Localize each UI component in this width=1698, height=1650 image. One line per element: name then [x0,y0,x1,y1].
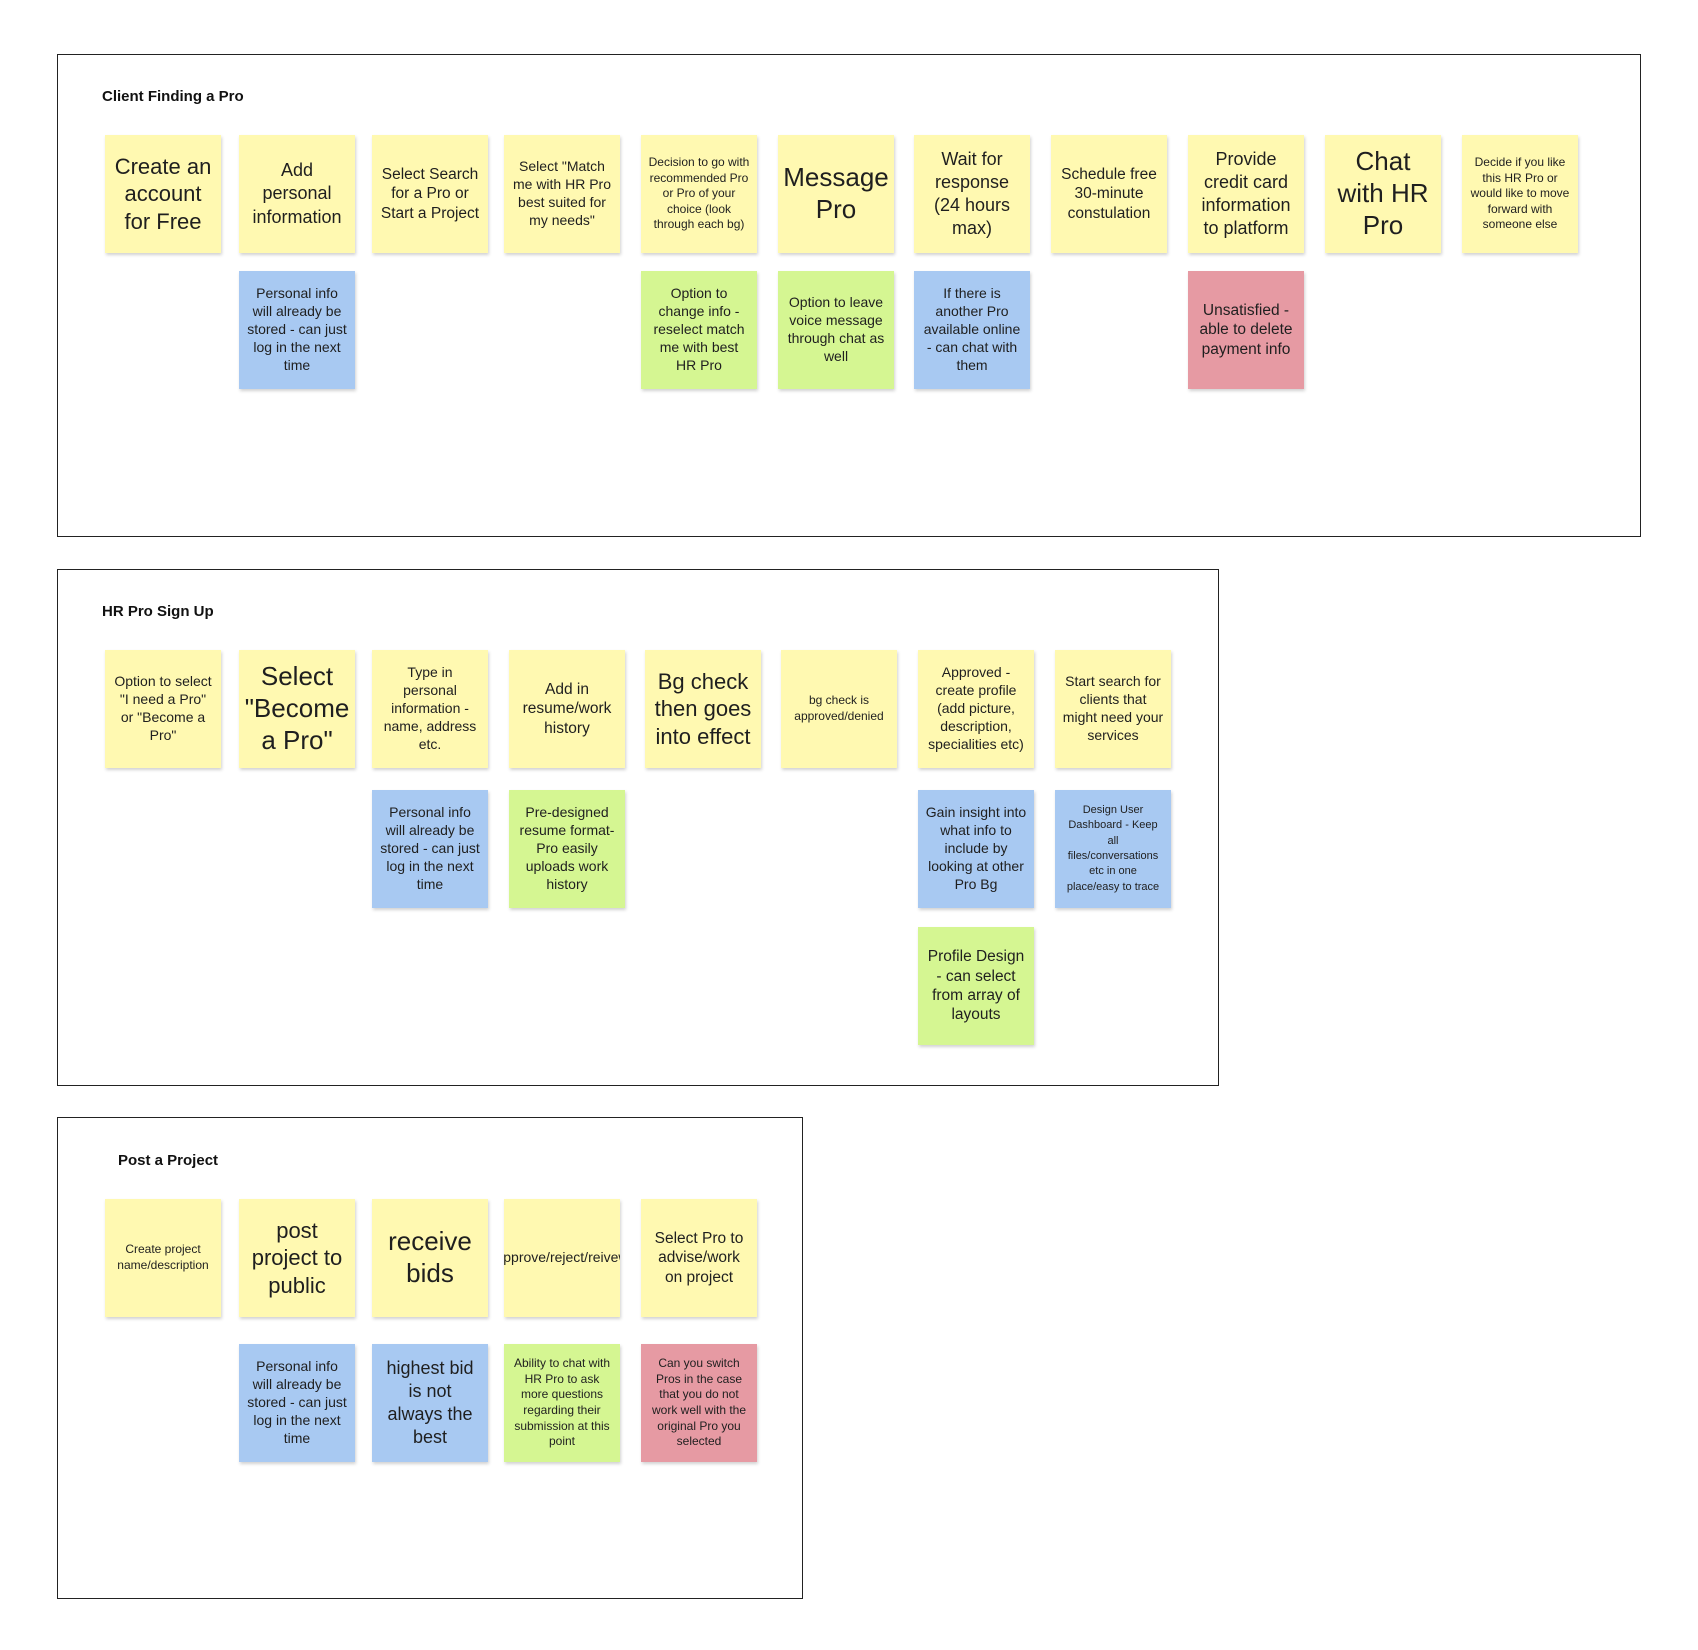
sticky-note[interactable]: Option to change info - reselect match m… [641,271,757,389]
sticky-note[interactable]: Select "Match me with HR Pro best suited… [504,135,620,253]
sticky-note[interactable]: Chat with HR Pro [1325,135,1441,253]
sticky-note[interactable]: Can you switch Pros in the case that you… [641,1344,757,1462]
sticky-note[interactable]: Select "Become a Pro" [239,650,355,768]
sticky-note[interactable]: Decide if you like this HR Pro or would … [1462,135,1578,253]
sticky-note[interactable]: Message Pro [778,135,894,253]
sticky-note[interactable]: Type in personal information - name, add… [372,650,488,768]
sticky-note[interactable]: approve/reject/reivew [504,1199,620,1317]
sticky-note[interactable]: Add in resume/work history [509,650,625,768]
sticky-note[interactable]: Option to select "I need a Pro" or "Beco… [105,650,221,768]
sticky-note[interactable]: Wait for response (24 hours max) [914,135,1030,253]
sticky-note[interactable]: Provide credit card information to platf… [1188,135,1304,253]
sticky-note[interactable]: Create an account for Free [105,135,221,253]
sticky-note[interactable]: Start search for clients that might need… [1055,650,1171,768]
sticky-note[interactable]: If there is another Pro available online… [914,271,1030,389]
sticky-note[interactable]: highest bid is not always the best [372,1344,488,1462]
frame-hr-pro-sign-up [57,569,1219,1086]
sticky-note[interactable]: receive bids [372,1199,488,1317]
sticky-note[interactable]: Unsatisfied - able to delete payment inf… [1188,271,1304,389]
sticky-note[interactable]: Decision to go with recommended Pro or P… [641,135,757,253]
frame-title: Client Finding a Pro [102,88,244,105]
sticky-note[interactable]: Schedule free 30-minute constulation [1051,135,1167,253]
sticky-note[interactable]: Option to leave voice message through ch… [778,271,894,389]
sticky-note[interactable]: Ability to chat with HR Pro to ask more … [504,1344,620,1462]
sticky-note[interactable]: Approved - create profile (add picture, … [918,650,1034,768]
sticky-note[interactable]: Personal info will already be stored - c… [239,271,355,389]
sticky-note[interactable]: Gain insight into what info to include b… [918,790,1034,908]
sticky-note[interactable]: Profile Design - can select from array o… [918,927,1034,1045]
sticky-note[interactable]: Select Pro to advise/work on project [641,1199,757,1317]
sticky-note[interactable]: Select Search for a Pro or Start a Proje… [372,135,488,253]
sticky-note[interactable]: bg check is approved/denied [781,650,897,768]
sticky-note[interactable]: Add personal information [239,135,355,253]
sticky-note[interactable]: post project to public [239,1199,355,1317]
sticky-note[interactable]: Bg check then goes into effect [645,650,761,768]
frame-title: Post a Project [118,1152,219,1169]
sticky-note[interactable]: Pre-designed resume format- Pro easily u… [509,790,625,908]
sticky-note[interactable]: Personal info will already be stored - c… [372,790,488,908]
sticky-note[interactable]: Design User Dashboard - Keep all files/c… [1055,790,1171,908]
sticky-note[interactable]: Create project name/description [105,1199,221,1317]
frame-title: HR Pro Sign Up [102,603,214,620]
sticky-note[interactable]: Personal info will already be stored - c… [239,1344,355,1462]
